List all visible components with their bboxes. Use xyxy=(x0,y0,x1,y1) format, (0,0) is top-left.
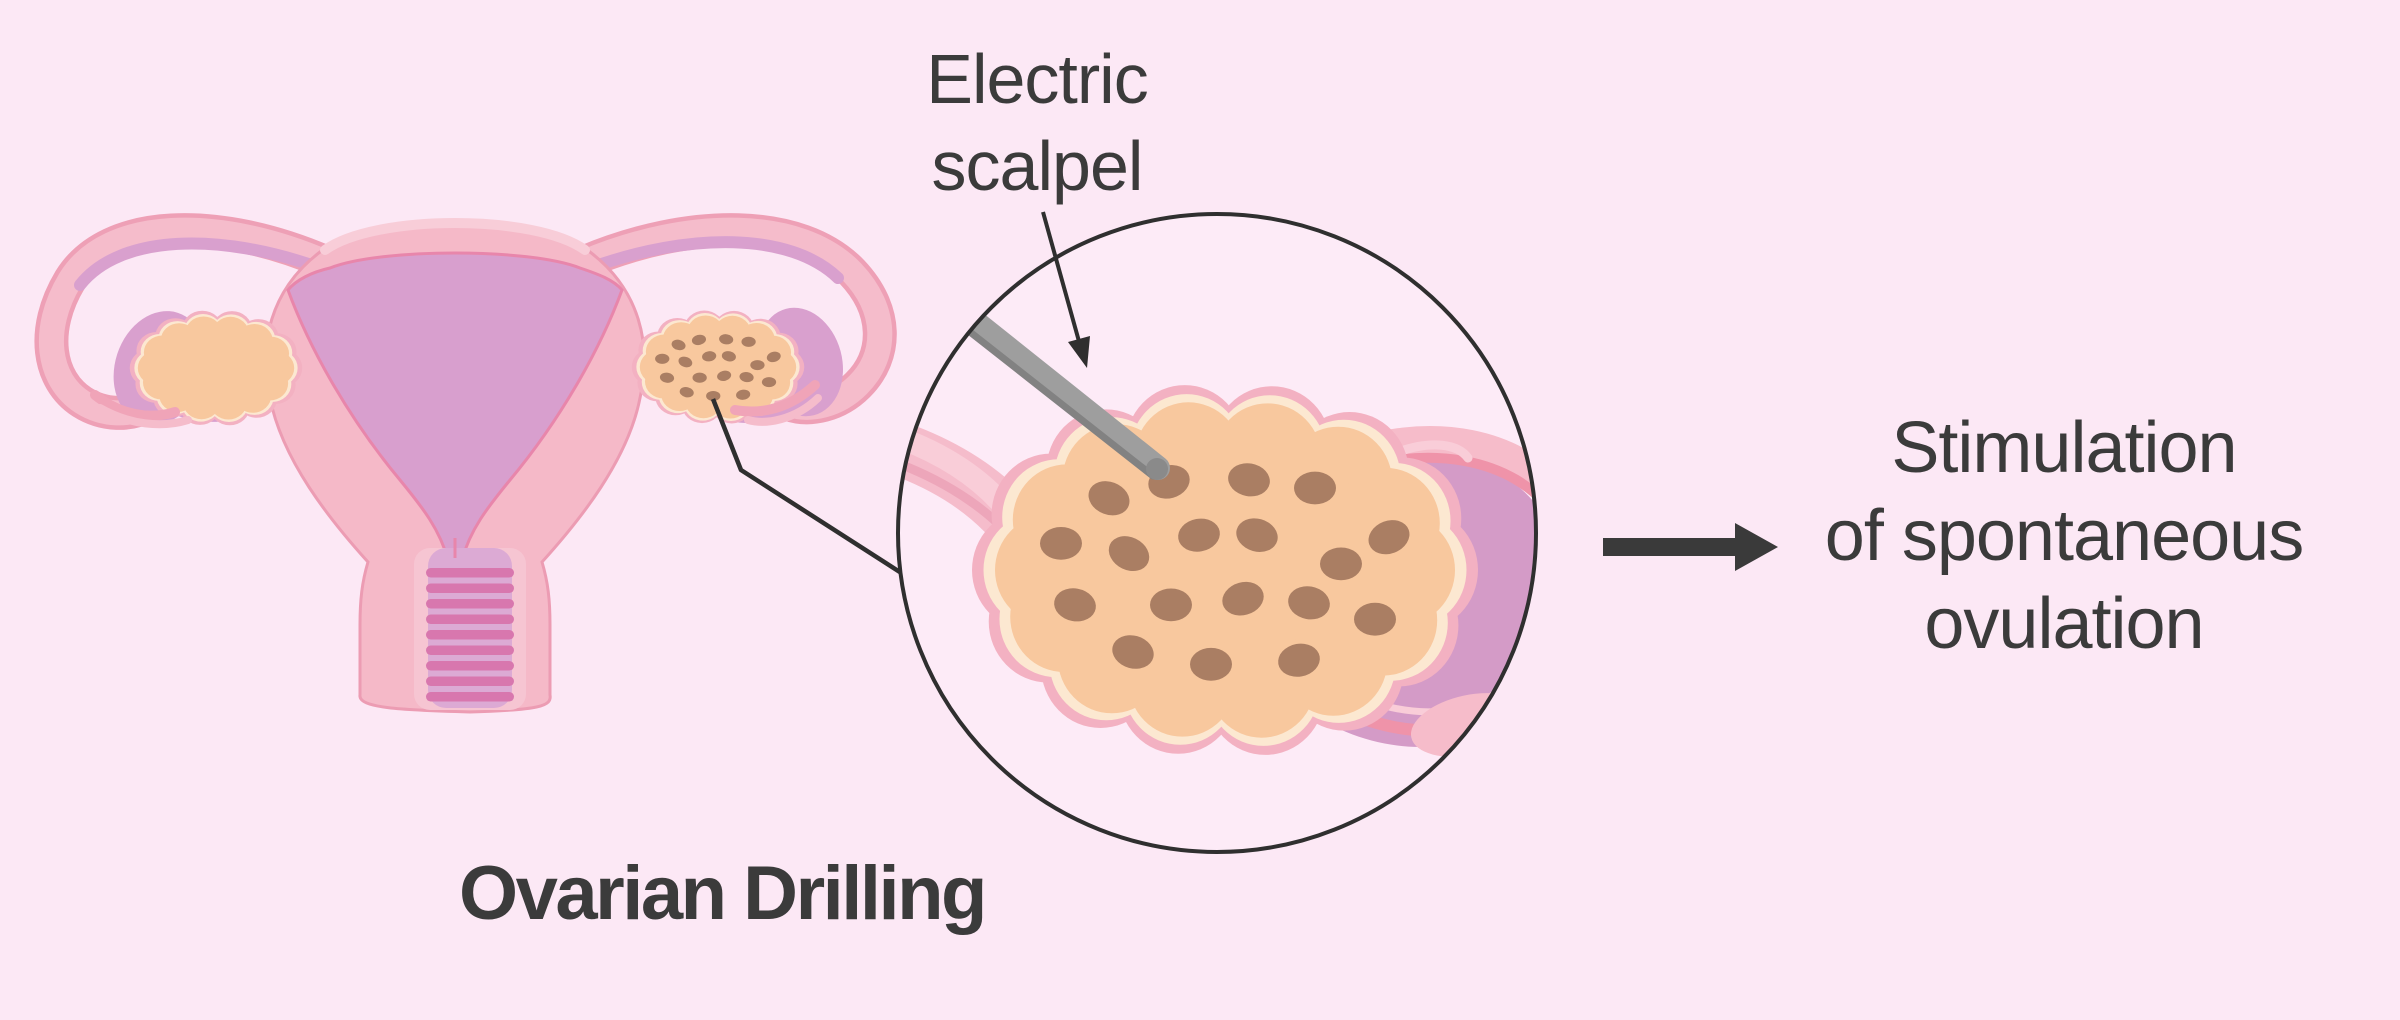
scalpel-label-line2: scalpel xyxy=(932,127,1143,205)
cervix xyxy=(414,538,526,710)
scalpel-label-arrow xyxy=(1041,211,1090,368)
cervix-stripes xyxy=(426,568,514,702)
magnifier-circle-outline xyxy=(896,212,1538,854)
fimbriae xyxy=(90,380,822,429)
electric-scalpel-rod xyxy=(963,310,1170,480)
result-label-line3: ovulation xyxy=(1924,584,2203,664)
uterus-cavity xyxy=(286,251,624,562)
uterus-illustration xyxy=(34,213,908,714)
diagram-title: Ovarian Drilling xyxy=(459,851,985,936)
uterus-fundus-highlight xyxy=(320,218,590,255)
magnifier-connector-line xyxy=(710,398,908,578)
result-label-line1: Stimulation xyxy=(1891,408,2236,488)
result-label-line2: of spontaneous xyxy=(1825,496,2303,576)
magnified-view xyxy=(896,211,1538,854)
flow-arrow xyxy=(1603,523,1778,571)
scalpel-label-line1: Electric xyxy=(926,40,1147,118)
right-fallopian-tube xyxy=(568,213,897,425)
